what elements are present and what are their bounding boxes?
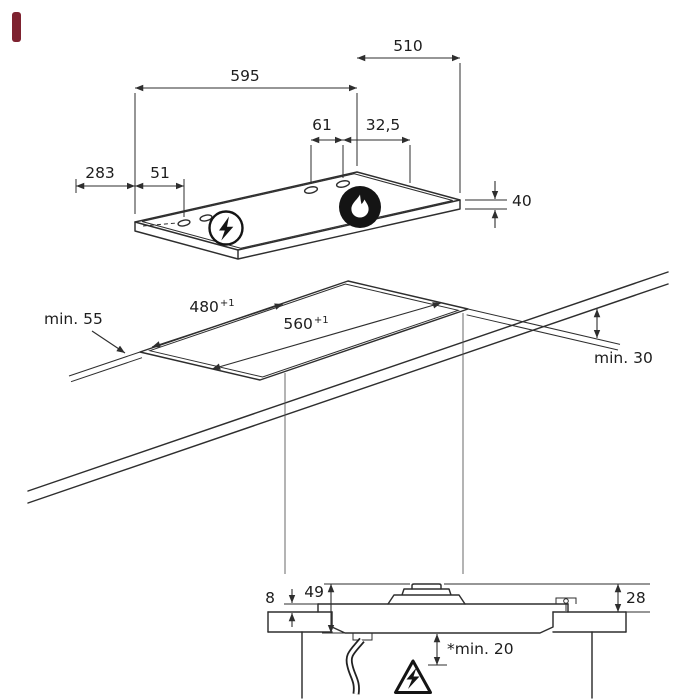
clamp-screw: [563, 598, 569, 604]
dim-value: 560: [283, 315, 313, 333]
burner-cap: [411, 583, 442, 590]
dim-hob-depth: 510: [357, 37, 461, 193]
hob-inner-edge: [141, 173, 453, 249]
dim-tolerance: +1: [220, 298, 235, 309]
worktop-edge-line: [27, 271, 669, 492]
flame-glyph: [351, 194, 369, 218]
marker-oval: [177, 219, 191, 227]
dim-cutout-480: 480+1: [151, 298, 284, 348]
dim-hob-width-label: 595: [230, 67, 260, 85]
dim-edge-offset-283: 283: [75, 164, 135, 193]
dim-burner-edge-offset-label: 32,5: [366, 116, 401, 134]
worktop-edge-line: [27, 283, 669, 504]
dim-knob-offset-51: 51: [135, 164, 185, 217]
gas-flame-icon: [339, 186, 381, 228]
marker-oval: [335, 180, 351, 188]
clearance-left-label: min. 55: [44, 310, 103, 328]
worktop-cutout-view: 480+1 560+1 min. 55 min. 30: [27, 271, 669, 574]
dim-hob-depth-label: 510: [393, 37, 423, 55]
cutout-edge-extension: [68, 351, 141, 377]
hob-body: [331, 611, 554, 634]
corner-logo-mark: [12, 12, 21, 42]
dim-tolerance: +1: [314, 315, 329, 326]
dim-burner-pitch-label: 61: [312, 116, 332, 134]
fixing-clamp: [555, 597, 577, 604]
burner-profile: [387, 588, 466, 605]
dim-height-49-label: 49: [304, 583, 324, 601]
dim-burner-pitch: 61: [310, 116, 344, 184]
leader-arrow: [91, 330, 126, 354]
worktop-section: [267, 611, 627, 699]
cutout-edge-extension: [466, 314, 619, 351]
burner-markers: [177, 180, 351, 227]
warning-triangle: [394, 659, 432, 694]
dim-edge-offset-label: 283: [85, 164, 115, 182]
cable-connector: [352, 633, 373, 641]
dim-burner-edge-offset: 32,5: [343, 116, 411, 183]
marker-oval: [303, 186, 319, 194]
cutout-edge-extension: [70, 357, 143, 383]
dim-build-in-height-label: 40: [512, 192, 532, 210]
dim-line: [211, 302, 442, 370]
dim-glass-8: 8: [265, 589, 318, 627]
hob-thickness-edge: [134, 199, 461, 260]
dim-value: 480: [189, 298, 219, 316]
dim-height-28: 28: [444, 583, 650, 613]
dim-glass-label: 8: [265, 589, 275, 607]
marker-oval: [199, 214, 213, 222]
side-section-view: 8 49 28 *min. 20: [265, 583, 650, 699]
clearance-min-30: min. 30: [593, 309, 653, 367]
dim-min-clearance-label: *min. 20: [447, 640, 514, 658]
dim-hob-width: 595: [134, 67, 358, 214]
electric-hazard-icon: [394, 659, 432, 694]
hob-section: [317, 583, 577, 695]
hidden-line: [142, 222, 178, 227]
dim-cutout-depth-label: 480+1: [189, 298, 234, 316]
clearance-min-55: min. 55: [44, 310, 126, 354]
dim-cutout-width-label: 560+1: [283, 315, 328, 333]
clearance-rear-label: min. 30: [594, 349, 653, 367]
top-view: 595 510 61 32,5 283 51: [75, 37, 532, 260]
dim-height-28-label: 28: [626, 589, 646, 607]
dim-cutout-560: 560+1: [211, 302, 442, 370]
ignition-lightning-icon: [208, 210, 244, 246]
mains-cable-core: [347, 638, 364, 695]
dim-height-49: 49: [304, 583, 410, 634]
lightning-bolt: [219, 216, 234, 241]
dim-knob-offset-label: 51: [150, 164, 170, 182]
cutout-edge-extension: [467, 308, 621, 345]
dim-build-in-height-40: 40: [465, 181, 532, 228]
lightning-bolt: [406, 667, 420, 689]
dim-min-20: *min. 20: [428, 634, 514, 666]
